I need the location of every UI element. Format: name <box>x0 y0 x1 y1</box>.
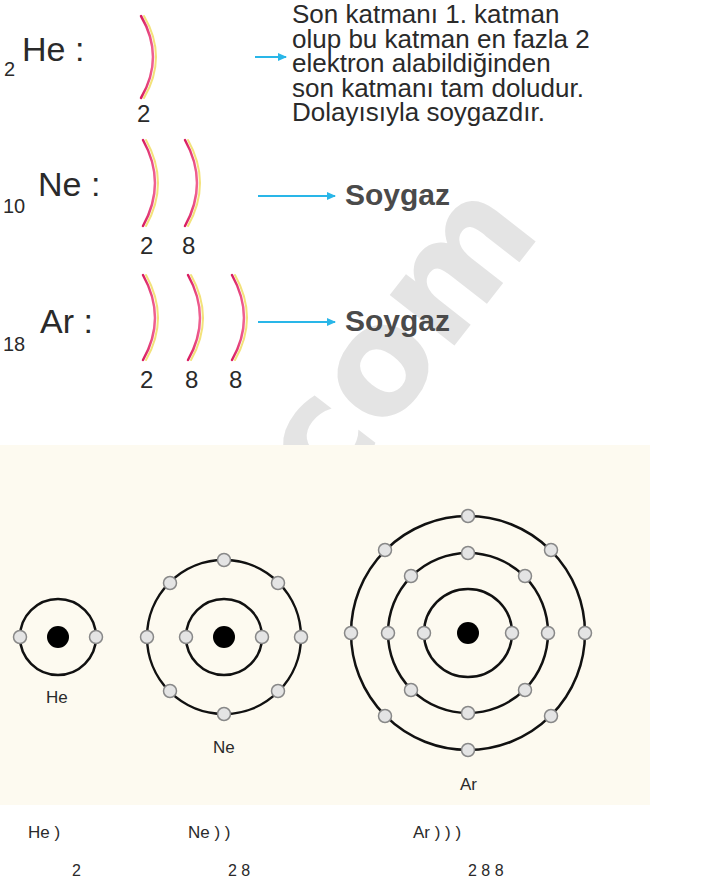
atomic-number: 2 <box>4 58 15 81</box>
shell-arcs <box>141 16 247 360</box>
shell-count: 2 <box>72 862 81 880</box>
atom-label: He <box>46 688 68 708</box>
shell-count: 2 <box>140 366 153 394</box>
argon-atom <box>345 510 592 757</box>
explanation-note: Son katmanı 1. katman olup bu katman en … <box>292 2 590 125</box>
shell-count: 2 8 <box>228 862 250 880</box>
shell-notation: Ne ) ) <box>188 823 231 843</box>
shell-count: 2 8 8 <box>468 862 504 880</box>
shell-count: 2 <box>140 232 153 260</box>
atomic-number: 10 <box>3 195 25 218</box>
shell-count: 8 <box>185 366 198 394</box>
shell-count: 2 <box>137 100 150 128</box>
result-label: Soygaz <box>345 178 450 213</box>
shell-notation: He ) <box>28 823 60 843</box>
shell-count: 8 <box>182 232 195 260</box>
neon-atom <box>141 554 308 721</box>
helium-atom <box>14 599 103 675</box>
shell-count: 8 <box>229 366 242 394</box>
background-panel <box>0 445 650 805</box>
element-symbol: He : <box>22 30 84 69</box>
element-symbol: Ne : <box>38 165 100 204</box>
atom-label: Ne <box>213 738 235 758</box>
atomic-number: 18 <box>3 333 25 356</box>
shell-notation: Ar ) ) ) <box>413 823 461 843</box>
element-symbol: Ar : <box>40 302 93 341</box>
result-label: Soygaz <box>345 304 450 339</box>
atom-label: Ar <box>460 775 477 795</box>
